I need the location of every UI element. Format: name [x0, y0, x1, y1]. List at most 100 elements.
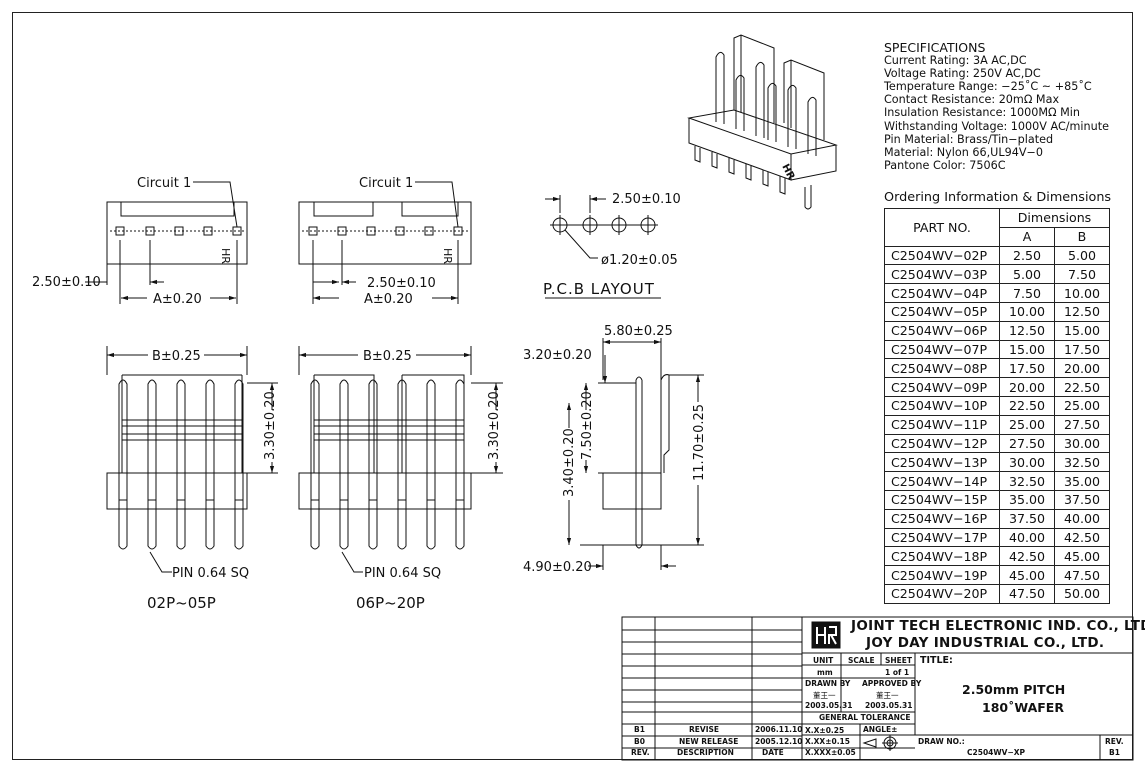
pins-large [310, 379, 465, 550]
approved-by-name: 董王一 [876, 691, 899, 700]
part-number-cell: C2504WV−11P [884, 414, 1000, 435]
height-dim-large: 3.30±0.20 [487, 391, 502, 460]
dim-a-cell: 7.50 [999, 283, 1055, 303]
variant-label-large: 06P~20P [356, 594, 425, 612]
part-number-cell: C2504WV−17P [884, 527, 1000, 548]
hr-mark-small: HR [219, 248, 232, 264]
spec-line: Temperature Range: −25˚C ~ +85˚C [884, 80, 1092, 94]
revision-desc: NEW RELEASE [679, 737, 739, 746]
part-number-cell: C2504WV−20P [884, 583, 1000, 604]
pcb-layout-title: P.C.B LAYOUT [543, 280, 655, 298]
pin-note-small: PIN 0.64 SQ [172, 566, 249, 581]
side-dim-1170: 11.70±0.25 [692, 404, 707, 481]
spec-line: Pin Material: Brass/Tin−plated [884, 132, 1054, 146]
spec-line: Pantone Color: 7506C [884, 158, 1006, 172]
part-number-cell: C2504WV−13P [884, 452, 1000, 473]
general-tolerance-label: GENERAL TOLERANCE [819, 713, 911, 722]
rev-label: REV. [1105, 737, 1124, 746]
dim-a-cell: 15.00 [999, 339, 1055, 360]
dim-a-cell: 30.00 [999, 452, 1055, 473]
header-part-no: PART NO. [884, 208, 1000, 247]
spec-line: Contact Resistance: 20mΩ Max [884, 93, 1060, 107]
drawn-date: 2003.05.31 [805, 701, 853, 710]
tolerance-1: X.X±0.25 [805, 726, 845, 735]
dim-a-cell: 5.00 [999, 264, 1055, 285]
tolerance-3: X.XXX±0.05 [805, 748, 856, 757]
drawn-by-name: 董王一 [813, 691, 836, 700]
dim-b-cell: 27.50 [1054, 414, 1110, 435]
ordering-title: Ordering Information & Dimensions [884, 190, 1112, 205]
drawing-border [12, 12, 1133, 760]
dim-a-cell: 20.00 [999, 377, 1055, 397]
part-number-cell: C2504WV−06P [884, 320, 1000, 341]
dim-a-cell: 37.50 [999, 508, 1055, 529]
spec-line: Material: Nylon 66,UL94V−0 [884, 145, 1043, 159]
angle-label: ANGLE± [863, 725, 898, 734]
pin-markers-large [302, 226, 468, 236]
dim-a-large: A±0.20 [364, 292, 413, 307]
dim-b-cell: 32.50 [1054, 452, 1110, 473]
tolerance-2: X.XX±0.15 [805, 737, 850, 746]
top-view-small [85, 181, 248, 304]
circuit1-label-large: Circuit 1 [359, 176, 413, 191]
circuit1-label-small: Circuit 1 [137, 176, 191, 191]
dim-b-cell: 50.00 [1054, 583, 1110, 604]
revision-rev: B1 [634, 725, 645, 734]
dim-b-cell: 17.50 [1054, 339, 1110, 360]
connector-3d-view [687, 34, 838, 210]
dim-a-cell: 32.50 [999, 471, 1055, 491]
dim-a-small: A±0.20 [153, 292, 202, 307]
side-dim-490: 4.90±0.20 [523, 560, 592, 575]
part-number-cell: C2504WV−15P [884, 489, 1000, 510]
dim-a-cell: 12.50 [999, 320, 1055, 341]
dim-b-cell: 7.50 [1054, 264, 1110, 285]
dim-b-cell: 47.50 [1054, 565, 1110, 585]
part-number-cell: C2504WV−07P [884, 339, 1000, 360]
title-line-2: 180˚WAFER [982, 700, 1064, 715]
part-number-cell: C2504WV−05P [884, 301, 1000, 322]
revision-date: 2006.11.10 [755, 725, 803, 734]
dim-b-cell: 5.00 [1054, 245, 1110, 266]
part-number-cell: C2504WV−18P [884, 546, 1000, 567]
dim-b-cell: 10.00 [1054, 283, 1110, 303]
pcb-hole-dim: ø1.20±0.05 [601, 253, 678, 268]
part-number-cell: C2504WV−02P [884, 245, 1000, 266]
unit-label: UNIT [813, 656, 834, 665]
part-number-cell: C2504WV−03P [884, 264, 1000, 285]
top-view-large [298, 181, 472, 304]
dim-b-large: B±0.25 [363, 349, 412, 364]
dim-a-cell: 47.50 [999, 583, 1055, 604]
part-number-cell: C2504WV−16P [884, 508, 1000, 529]
dim-b-cell: 42.50 [1054, 527, 1110, 548]
title-block: JOINT TECH ELECTRONIC IND. CO., LTD. JOY… [622, 617, 1145, 760]
draw-no-value: C2504WV−XP [967, 748, 1026, 757]
spec-line: Current Rating: 3A AC,DC [884, 54, 1027, 68]
revision-desc: REVISE [689, 725, 720, 734]
title-line-1: 2.50mm PITCH [962, 682, 1066, 697]
dim-a-cell: 35.00 [999, 489, 1055, 510]
dim-a-cell: 42.50 [999, 546, 1055, 567]
company-name-2: JOY DAY INDUSTRIAL CO., LTD. [866, 635, 1105, 651]
pcb-layout [545, 195, 661, 299]
sheet-label: SHEET [885, 656, 913, 665]
pins-small [118, 379, 244, 550]
dim-a-cell: 45.00 [999, 565, 1055, 585]
pin-note-large: PIN 0.64 SQ [364, 566, 441, 581]
revision-date: 2005.12.10 [755, 737, 803, 746]
pitch-dim-small: 2.50±0.10 [32, 275, 101, 290]
header-dimensions: Dimensions [999, 208, 1110, 228]
draw-no-label: DRAW NO.: [918, 737, 965, 746]
